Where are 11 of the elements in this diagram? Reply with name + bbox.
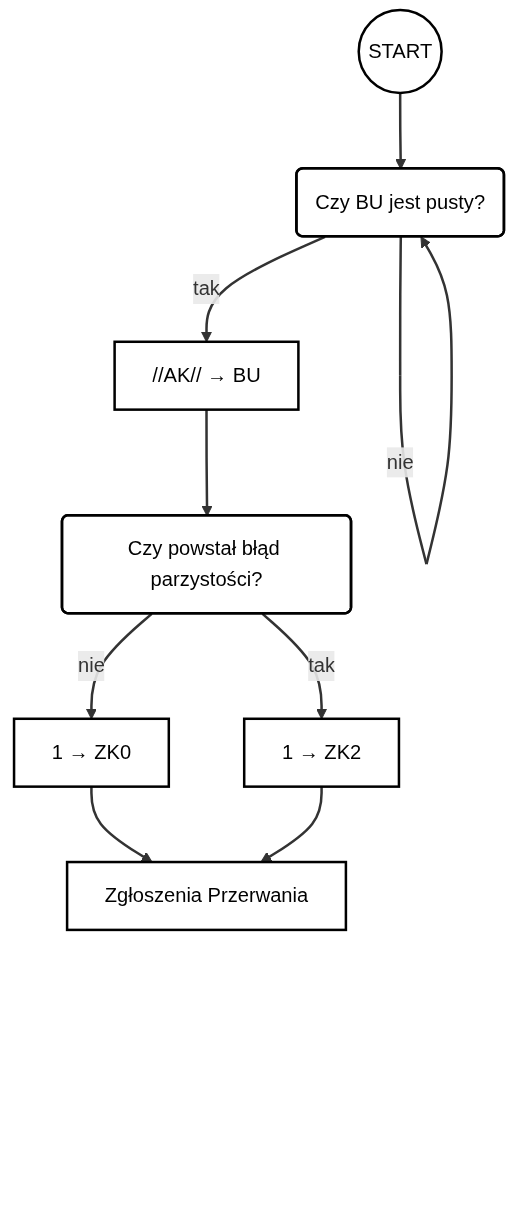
- arrow: [260, 786, 323, 863]
- node-box: Zgłoszenia Przerwania: [65, 860, 348, 932]
- edge-label: tak: [308, 654, 335, 677]
- edge-label: tak: [193, 277, 220, 300]
- node-box: //AK// → BU: [113, 340, 300, 411]
- edge-label: nie: [386, 451, 414, 473]
- node-box: 1 → ZK0: [12, 717, 171, 788]
- arrow: [90, 786, 153, 863]
- node-box: 1 → ZK2: [242, 717, 401, 788]
- node-circle: START: [357, 8, 443, 95]
- edge-label: nie: [78, 654, 105, 677]
